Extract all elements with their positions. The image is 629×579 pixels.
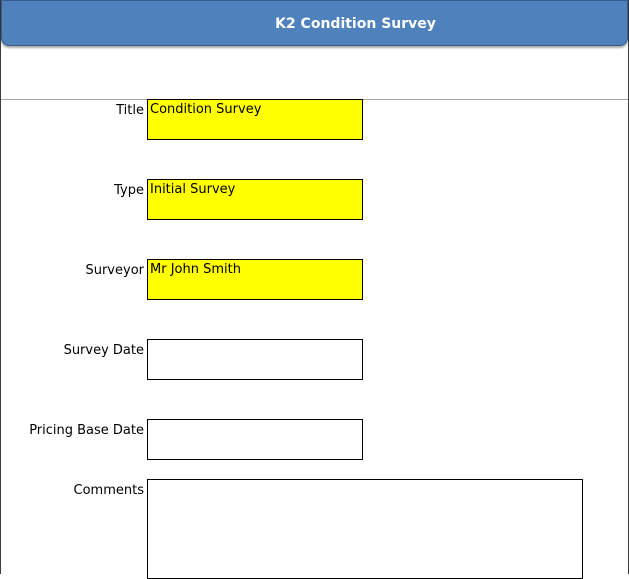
window-title: K2 Condition Survey bbox=[275, 16, 436, 32]
comments-field[interactable] bbox=[147, 479, 583, 579]
pricing-base-date-label: Pricing Base Date bbox=[29, 423, 144, 438]
survey-date-label: Survey Date bbox=[63, 343, 144, 358]
title-field[interactable]: Condition Survey bbox=[147, 99, 363, 140]
window-title-bar: K2 Condition Survey bbox=[1, 0, 628, 46]
pricing-base-date-field[interactable] bbox=[147, 419, 363, 460]
surveyor-label: Surveyor bbox=[85, 263, 144, 278]
survey-date-field[interactable] bbox=[147, 339, 363, 380]
surveyor-field[interactable]: Mr John Smith bbox=[147, 259, 363, 300]
toolbar-area bbox=[1, 49, 628, 100]
comments-label: Comments bbox=[73, 483, 144, 498]
type-field[interactable]: Initial Survey bbox=[147, 179, 363, 220]
title-label: Title bbox=[116, 103, 144, 118]
type-label: Type bbox=[114, 183, 144, 198]
